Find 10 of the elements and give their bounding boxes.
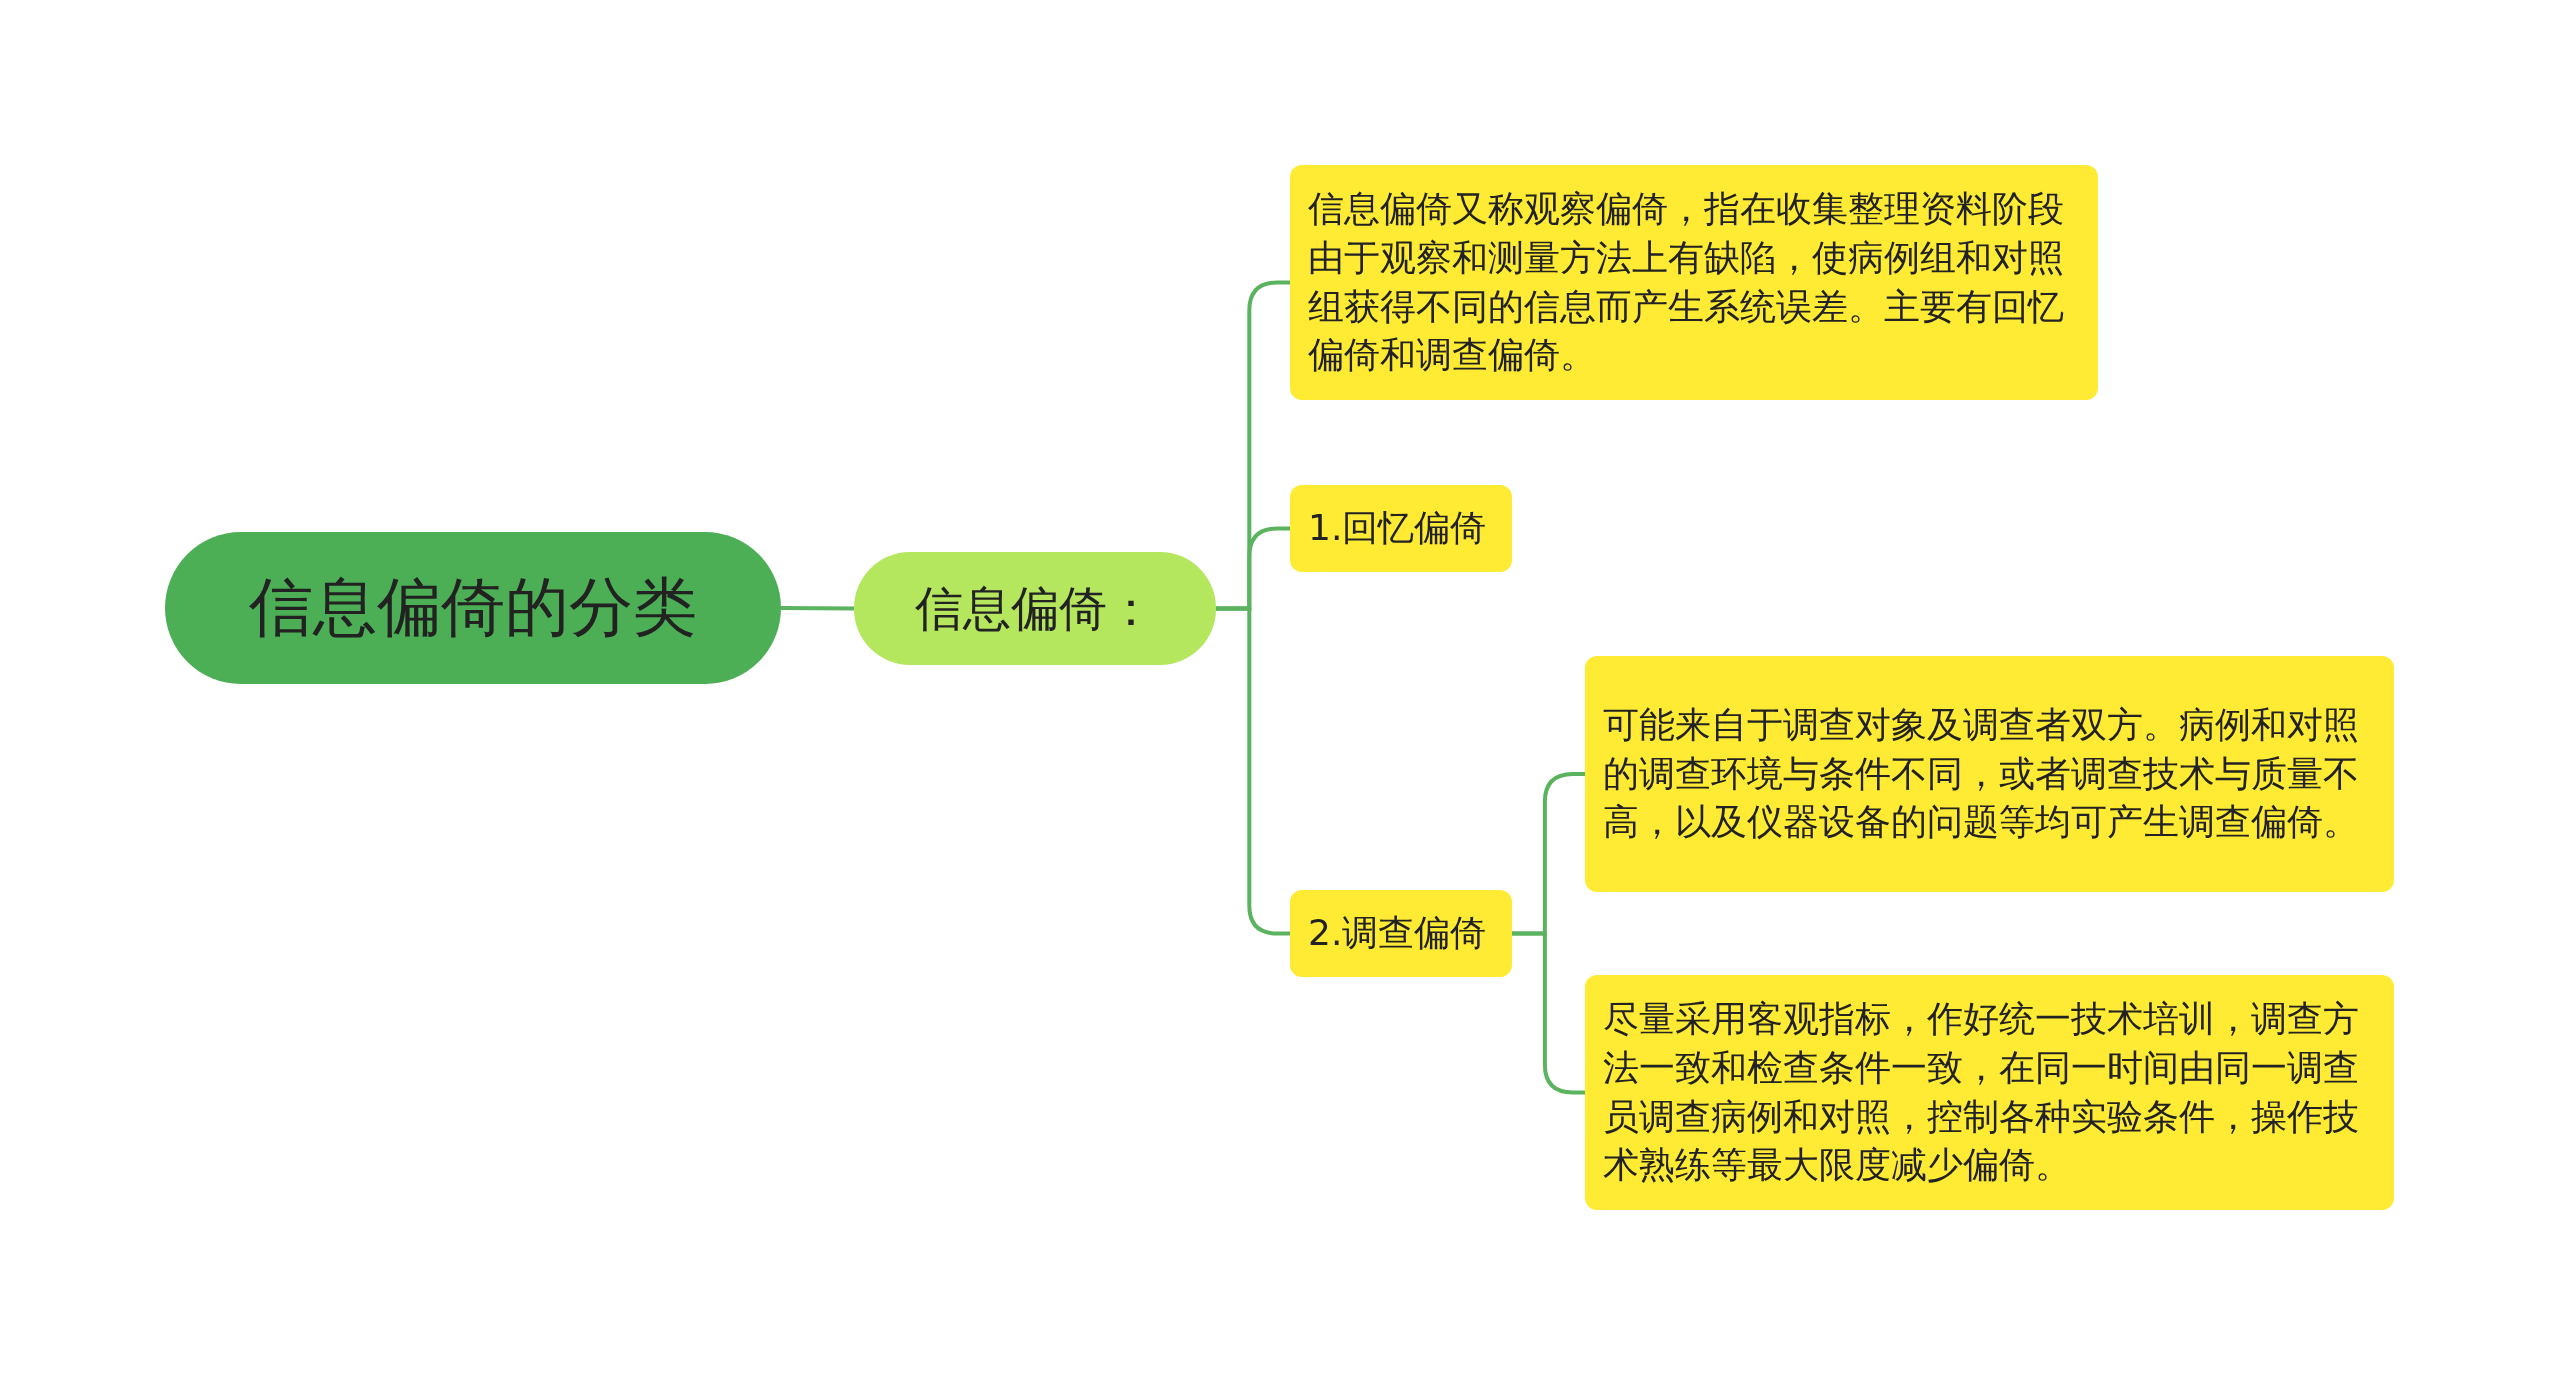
subtopic-box: 信息偏倚又称观察偏倚，指在收集整理资料阶段由于观察和测量方法上有缺陷，使病例组和对照组获得不同的信息而产生系统误差。主要有回忆偏倚和调查偏倚。 — [1290, 165, 2098, 400]
connector-line — [781, 606, 854, 611]
topic-box: 信息偏倚： — [854, 552, 1216, 665]
subtopic-box: 2.调查偏倚 — [1290, 890, 1512, 977]
subtopic-box: 尽量采用客观指标，作好统一技术培训，调查方法一致和检查条件一致，在同一时间由同一调查员调查病例和对照，控制各种实验条件，操作技术熟练等最大限度减少偏倚。 — [1585, 975, 2394, 1210]
connector-line — [1512, 931, 1585, 1095]
root-topic: 信息偏倚的分类 — [165, 532, 781, 684]
subtopic-box: 1.回忆偏倚 — [1290, 485, 1512, 572]
connector-line — [1216, 606, 1290, 936]
subtopic-box: 可能来自于调查对象及调查者双方。病例和对照的调查环境与条件不同，或者调查技术与质量不高，以及仪器设备的问题等均可产生调查偏倚。 — [1585, 656, 2394, 892]
